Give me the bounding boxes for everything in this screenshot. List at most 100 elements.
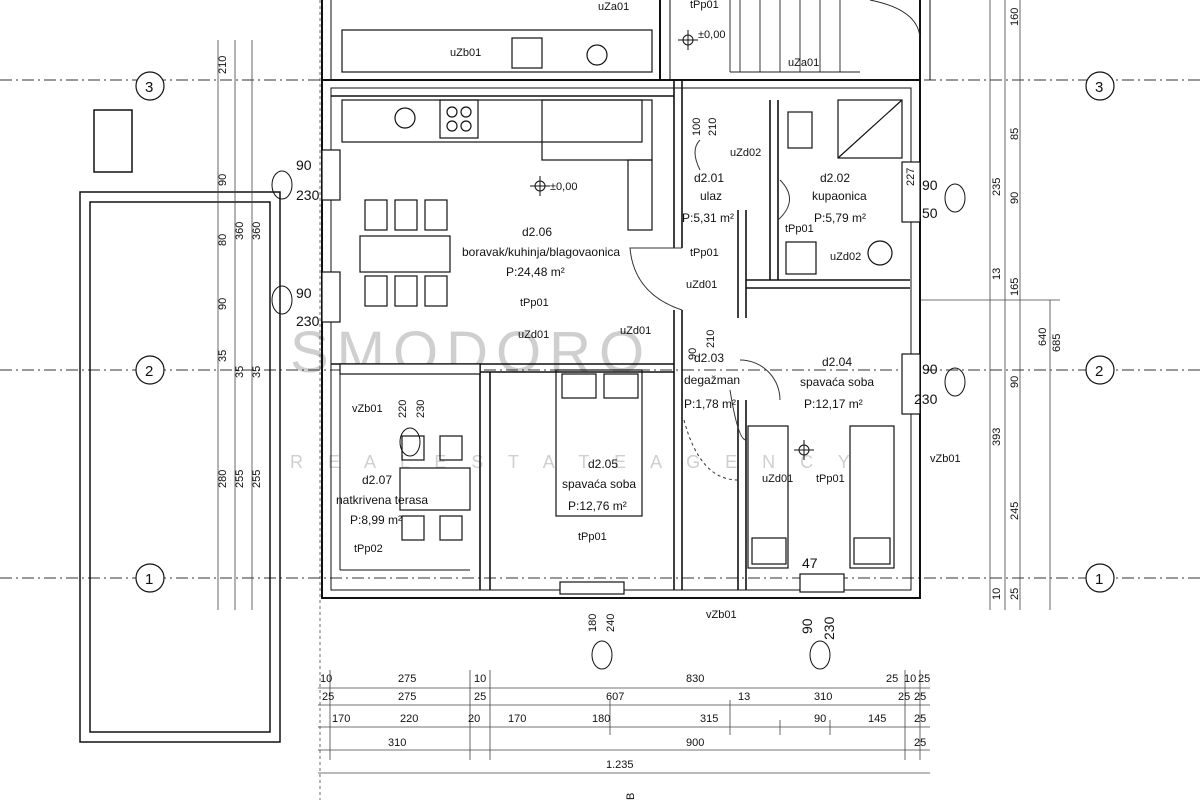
window-w5-sill: 47 xyxy=(802,555,818,571)
dimension-lines-right xyxy=(920,0,1060,610)
svg-text:10: 10 xyxy=(474,673,486,685)
room-d202-area: P:5,79 m² xyxy=(814,211,866,225)
room-d203-area: P:1,78 m² xyxy=(684,397,736,411)
svg-text:230: 230 xyxy=(415,400,427,418)
svg-text:275: 275 xyxy=(398,673,416,685)
svg-text:25: 25 xyxy=(322,691,334,703)
window-w3-width: 90 xyxy=(922,177,938,193)
inner-dimension-texts: 100 210 90 210 xyxy=(687,118,719,360)
svg-text:180: 180 xyxy=(592,713,610,725)
room-d201-area: P:5,31 m² xyxy=(682,211,734,225)
svg-text:1.235: 1.235 xyxy=(606,759,634,771)
dimension-lines-left xyxy=(217,0,321,800)
svg-text:90: 90 xyxy=(814,713,826,725)
svg-text:13: 13 xyxy=(738,691,750,703)
svg-text:160: 160 xyxy=(1009,8,1021,26)
window-w2-width: 90 xyxy=(296,285,312,301)
svg-text:25: 25 xyxy=(474,691,486,703)
svg-text:10: 10 xyxy=(991,588,1003,600)
room-d204-name: spavaća soba xyxy=(800,375,874,389)
window-w5-width: 90 xyxy=(799,618,815,634)
bed-room-d205 xyxy=(555,369,643,517)
svg-text:90: 90 xyxy=(217,298,229,310)
svg-text:310: 310 xyxy=(388,737,406,749)
svg-text:830: 830 xyxy=(686,673,704,685)
left-dimension-texts: 210 90 80 360 360 90 35 35 35 220 230 28… xyxy=(217,56,427,488)
svg-text:310: 310 xyxy=(814,691,832,703)
wall-tag-uzd01-corridor: uZd01 xyxy=(686,279,717,291)
room-d205-name: spavaća soba xyxy=(562,477,636,491)
wall-tag-vzb01-east: vZb01 xyxy=(930,453,961,465)
axis-label-1-right: 1 xyxy=(1095,571,1103,588)
svg-text:235: 235 xyxy=(991,178,1003,196)
room-d207-name: natkrivena terasa xyxy=(336,493,428,507)
svg-text:25: 25 xyxy=(918,673,930,685)
dining-table xyxy=(359,199,451,307)
watermark-subtitle: R E A L E S T A T E A G E N C Y xyxy=(290,452,860,472)
room-d204-code: d2.04 xyxy=(822,355,852,369)
axis-label-1-left: 1 xyxy=(145,571,153,588)
svg-text:255: 255 xyxy=(234,470,246,488)
svg-text:25: 25 xyxy=(898,691,910,703)
room-d205-code: d2.05 xyxy=(588,457,618,471)
svg-text:360: 360 xyxy=(234,222,246,240)
svg-text:315: 315 xyxy=(700,713,718,725)
svg-text:25: 25 xyxy=(914,691,926,703)
svg-text:210: 210 xyxy=(705,330,717,348)
svg-text:220: 220 xyxy=(400,713,418,725)
room-d201-tag: tPp01 xyxy=(690,247,719,259)
svg-text:280: 280 xyxy=(217,470,229,488)
svg-text:220: 220 xyxy=(397,400,409,418)
wall-tag-vzb01-terrace: vZb01 xyxy=(352,403,383,415)
svg-text:210: 210 xyxy=(707,118,719,136)
room-d204-tag: tPp01 xyxy=(816,473,845,485)
terrace-table xyxy=(399,435,471,541)
svg-text:255: 255 xyxy=(251,470,263,488)
svg-text:90: 90 xyxy=(1009,192,1021,204)
window-w5-height: 230 xyxy=(821,616,837,640)
window-w6-height: 240 xyxy=(605,614,617,632)
svg-text:685: 685 xyxy=(1051,334,1063,352)
svg-text:275: 275 xyxy=(398,691,416,703)
room-d203-code: d2.03 xyxy=(694,351,724,365)
svg-text:B: B xyxy=(625,793,637,800)
window-w4-width: 90 xyxy=(922,361,938,377)
door-swings xyxy=(629,139,790,481)
room-d202-code: d2.02 xyxy=(820,171,850,185)
svg-text:145: 145 xyxy=(868,713,886,725)
svg-text:25: 25 xyxy=(914,737,926,749)
svg-text:25: 25 xyxy=(914,713,926,725)
axis-label-3-right: 3 xyxy=(1095,79,1103,96)
elevation-markers xyxy=(530,30,814,460)
svg-text:35: 35 xyxy=(217,350,229,362)
axis-label-2-left: 2 xyxy=(145,363,153,380)
room-d206-area: P:24,48 m² xyxy=(506,265,565,279)
svg-text:20: 20 xyxy=(468,713,480,725)
wall-tag-uzd01-bedroom: uZd01 xyxy=(762,473,793,485)
window-w1-height: 230 xyxy=(296,187,320,203)
bottom-dimension-texts: 10 275 10 830 25 10 25 25 275 25 607 13 … xyxy=(320,673,930,800)
room-d202-tag: tPp01 xyxy=(785,223,814,235)
svg-text:80: 80 xyxy=(217,234,229,246)
svg-text:393: 393 xyxy=(991,428,1003,446)
svg-text:170: 170 xyxy=(508,713,526,725)
window-w6-width: 180 xyxy=(587,614,599,632)
room-d207-tag: tPp02 xyxy=(354,543,383,555)
window-w3-sill: 227 xyxy=(905,168,917,186)
svg-text:360: 360 xyxy=(251,222,263,240)
room-d206-code: d2.06 xyxy=(522,225,552,239)
wall-tag-uza01-top: uZa01 xyxy=(598,1,629,13)
room-d201-code: d2.01 xyxy=(694,171,724,185)
svg-text:90: 90 xyxy=(217,174,229,186)
window-w1-width: 90 xyxy=(296,157,312,173)
svg-text:10: 10 xyxy=(320,673,332,685)
svg-text:210: 210 xyxy=(217,56,229,74)
stairs xyxy=(729,0,921,73)
wall-tag-uza01-stairs: uZa01 xyxy=(788,57,819,69)
wall-tag-uzb01-kitchen: uZb01 xyxy=(450,47,481,59)
dimension-lines-bottom xyxy=(318,670,930,774)
wall-tag-uzd01-side: uZd01 xyxy=(620,325,651,337)
wall-tag-vzb01-south: vZb01 xyxy=(706,609,737,621)
pool-outline xyxy=(79,109,281,743)
